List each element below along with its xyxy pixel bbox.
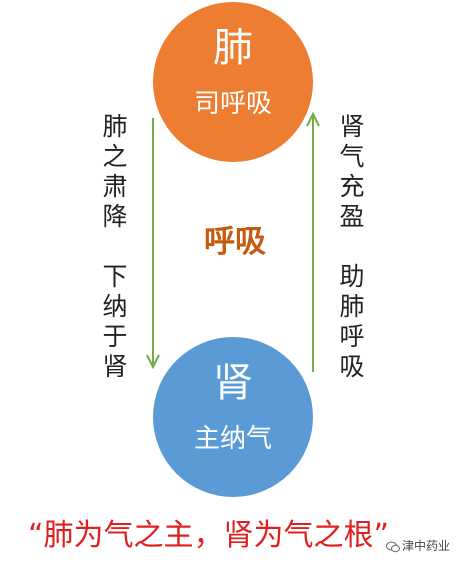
right-vertical-text-2: 助肺呼吸 (339, 262, 365, 381)
kidney-title: 肾 (213, 360, 253, 406)
lung-circle: 肺 司呼吸 (153, 2, 313, 162)
kidney-subtitle: 主纳气 (193, 424, 272, 454)
wechat-icon (386, 541, 400, 552)
down-arrow (146, 118, 160, 370)
kidney-circle: 肾 主纳气 (153, 337, 313, 497)
bottom-quote: “肺为气之主，肾为气之根” (28, 518, 390, 553)
center-label: 呼吸 (204, 224, 266, 260)
left-vertical-text-2: 下纳于肾 (102, 262, 128, 381)
up-arrow (306, 111, 320, 372)
watermark: 津中药业 (384, 537, 453, 555)
lung-subtitle: 司呼吸 (193, 89, 272, 119)
right-vertical-text-1: 肾气充盈 (339, 112, 365, 231)
lung-title: 肺 (213, 25, 253, 71)
watermark-text: 津中药业 (402, 539, 451, 553)
left-vertical-text-1: 肺之肃降 (102, 112, 128, 231)
